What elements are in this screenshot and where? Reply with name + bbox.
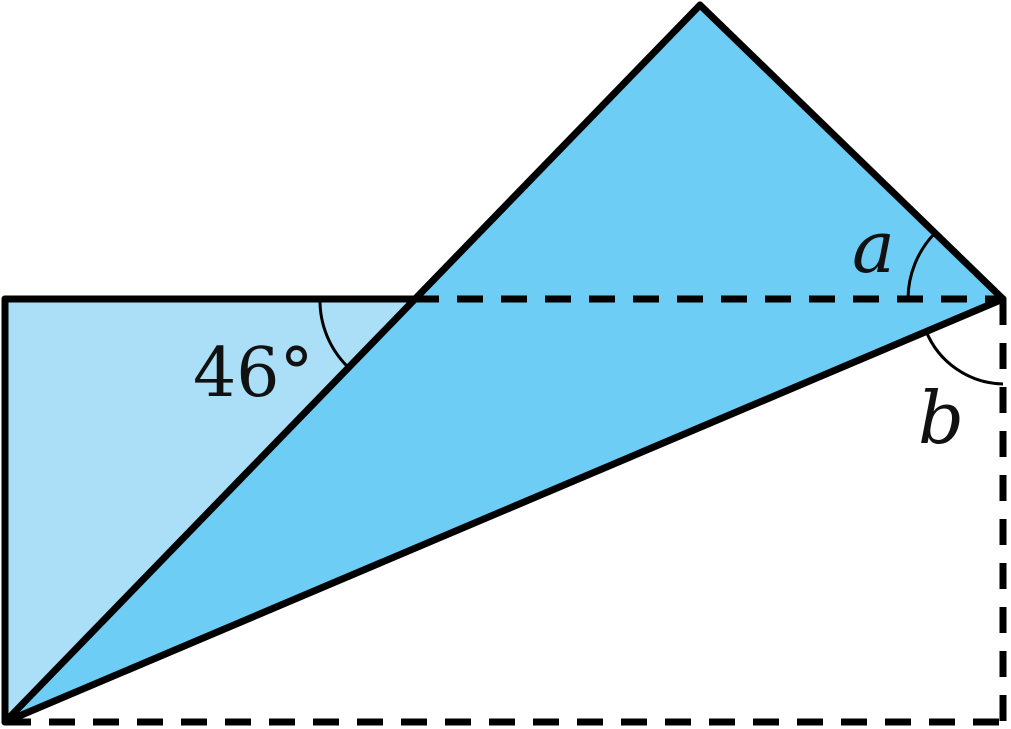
triangle-bottom-side (1, 295, 1007, 726)
triangle-left-side (1, 1, 704, 726)
angle-label-b: b (918, 376, 964, 460)
angle-arc-b (924, 330, 1004, 386)
triangle-right-side (696, 1, 1007, 303)
angle-arc-46 (318, 298, 350, 369)
main-blue-triangle (5, 5, 1003, 722)
angle-arc-a (906, 231, 937, 300)
angle-label-a: a (852, 205, 895, 289)
angle-label-46: 46° (193, 334, 314, 413)
